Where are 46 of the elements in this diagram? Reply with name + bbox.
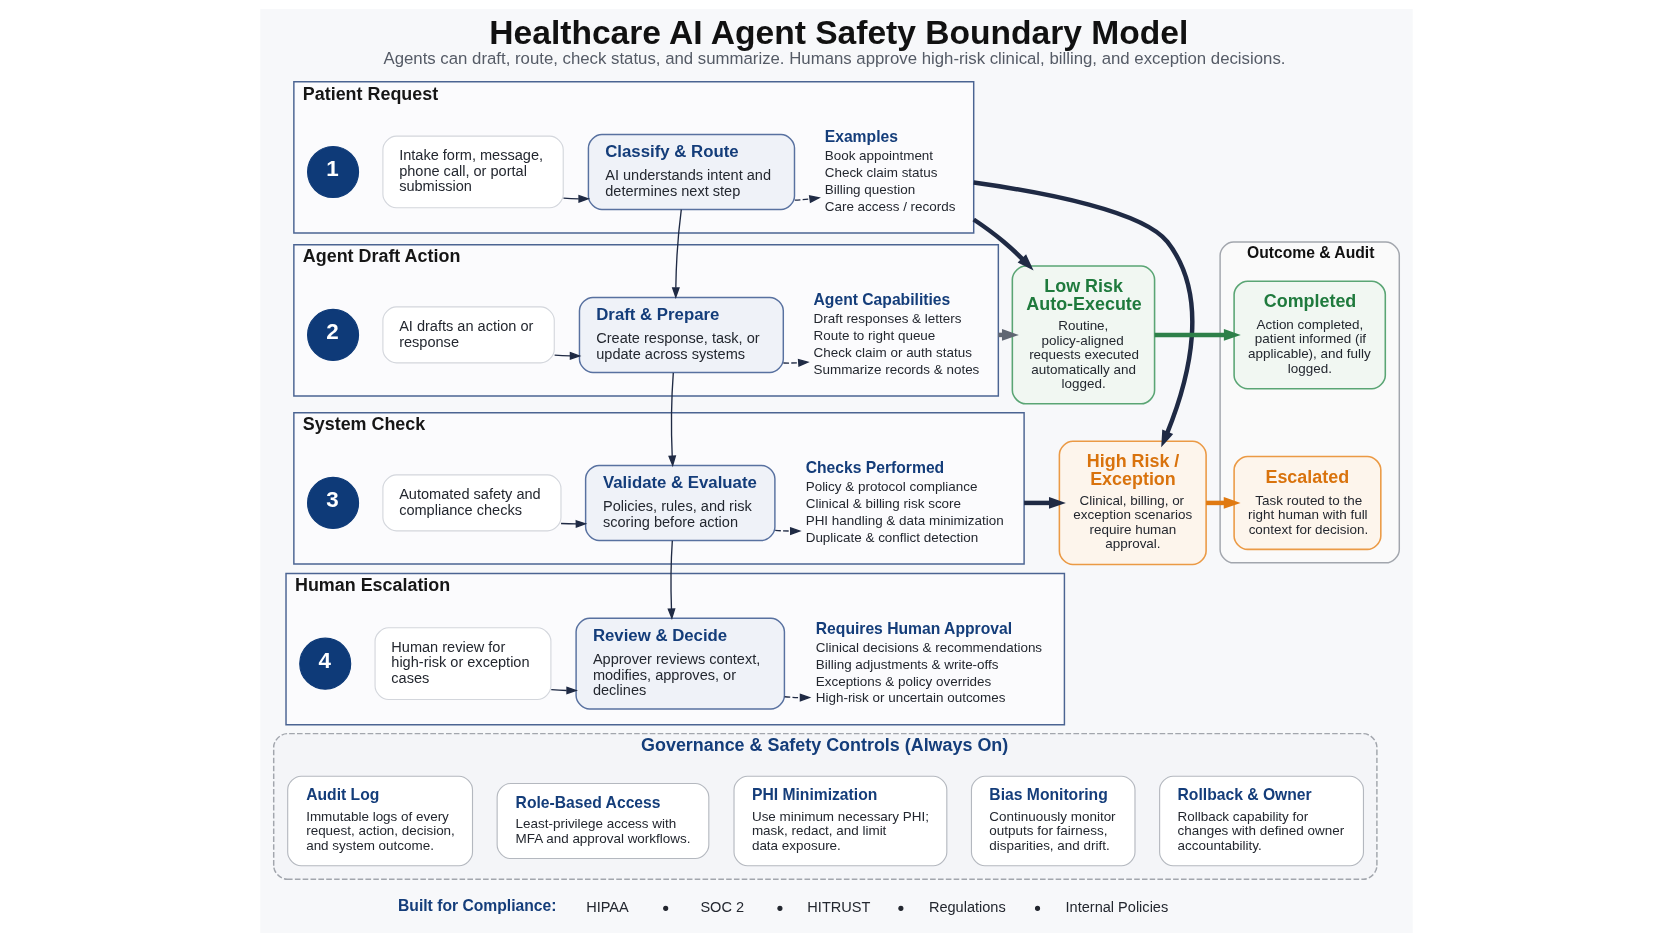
- node-text: Checks Performed Policy & protocol compliance Clinical & billing risk score PHI handling & data minimization Duplicate & conflict detection: [805, 458, 1004, 545]
- arrow: [1205, 496, 1241, 509]
- node-box: High Risk / Exception Clinical, billing, or exception scenarios require human approval.: [1058, 440, 1207, 565]
- arrow: [774, 526, 802, 535]
- arrow: [667, 371, 676, 467]
- node-box: Automated safety and compliance checks: [381, 473, 562, 531]
- label: Internal Policies: [1065, 898, 1168, 915]
- label: HITRUST: [806, 898, 870, 915]
- node-box: AI drafts an action or response: [381, 305, 555, 363]
- arrow: [1154, 328, 1241, 341]
- node-box: Audit Log Immutable logs of every request, action, decision, and system outcome.: [286, 775, 473, 866]
- label: SOC 2: [699, 898, 744, 915]
- label: Regulations: [928, 898, 1006, 915]
- node-text: Requires Human Approval Clinical decisions & recommendations Billing adjustments & write-offs Exceptions & policy overrides High-risk or uncertain outcomes: [815, 619, 1042, 705]
- node-circle: 2: [306, 308, 359, 361]
- arrow: [971, 217, 1034, 271]
- node-box: Classify & Route AI understands intent and determines next step: [587, 133, 795, 210]
- node-box: Low Risk Auto-Execute Routine, policy-aligned requests executed automatically and logged.: [1011, 264, 1155, 405]
- node-box: Human review for high-risk or exception cases: [374, 626, 551, 700]
- label: Built for Compliance:: [397, 896, 556, 914]
- arrow: [783, 693, 811, 702]
- node-text: Examples Book appointment Check claim status Billing question Care access / records: [824, 127, 955, 214]
- node-box: Review & Decide Approver reviews context, modifies, approves, or declines: [574, 617, 785, 710]
- arrow: [550, 685, 578, 695]
- arrow: [972, 179, 1194, 447]
- label: HIPAA: [585, 898, 629, 915]
- node-box: Draft & Prepare Create response, task, or update across systems: [578, 296, 784, 373]
- node-box: PHI Minimization Use minimum necessary PHI; mask, redact, and limit data exposure.: [732, 775, 947, 866]
- node-box: Intake form, message, phone call, or portal submission: [381, 135, 564, 208]
- node-box: Rollback & Owner Rollback capability for changes with defined owner accountability.: [1158, 775, 1364, 866]
- node-circle: 1: [306, 145, 359, 198]
- arrow: [559, 519, 587, 528]
- node-circle: 4: [298, 637, 351, 690]
- node-box: Bias Monitoring Continuously monitor outputs for fairness, disparities, and drift.: [970, 775, 1136, 866]
- node-text: Agent Capabilities Draft responses & letters Route to right queue Check claim or auth status Summarize records & notes: [813, 290, 979, 377]
- node-box: Validate & Evaluate Policies, rules, and risk scoring before action: [584, 464, 776, 541]
- node-box: Escalated Task routed to the right human with full context for decision.: [1232, 455, 1382, 550]
- diagram-title: Healthcare AI Agent Safety Boundary Model: [488, 13, 1188, 51]
- node-circle: 3: [306, 476, 359, 529]
- arrow: [1023, 496, 1066, 509]
- arrow: [793, 194, 821, 203]
- node-box: Completed Action completed, patient informed (if applicable), and fully logged.: [1232, 279, 1386, 389]
- node-box: Role-Based Access Least-privilege access with MFA and approval workflows.: [496, 782, 709, 859]
- arrow: [782, 358, 810, 367]
- arrow: [666, 539, 675, 620]
- arrow: [671, 208, 682, 299]
